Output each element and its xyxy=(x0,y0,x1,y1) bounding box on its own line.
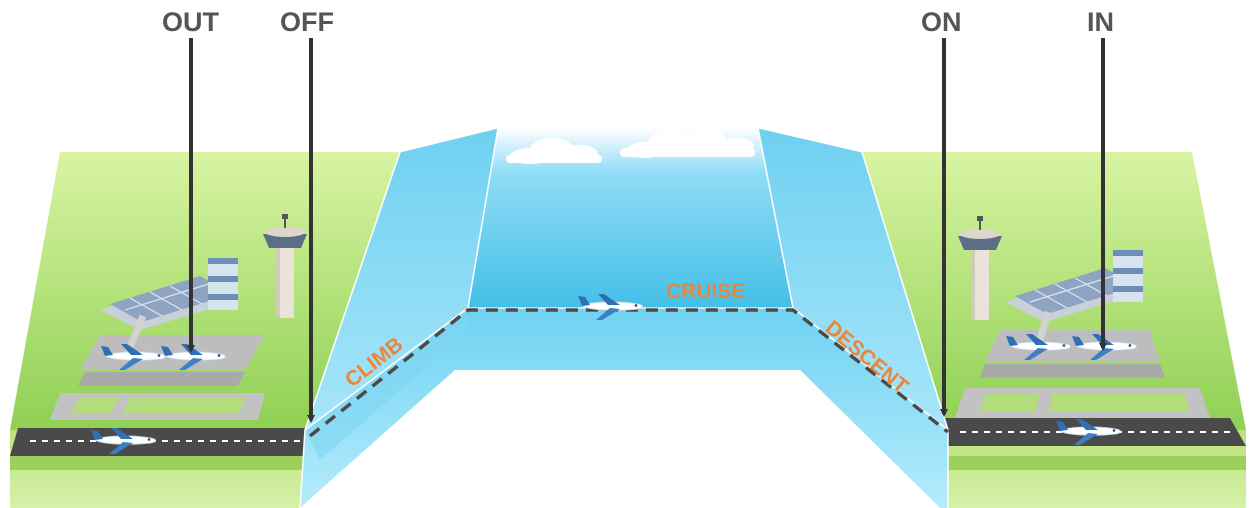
marker-label-on: ON xyxy=(921,7,962,37)
marker-label-in: IN xyxy=(1087,7,1114,37)
marker-label-off: OFF xyxy=(280,7,334,37)
marker-label-out: OUT xyxy=(162,7,220,37)
phase-label-cruise: CRUISE xyxy=(666,280,745,303)
airspace xyxy=(300,128,948,508)
